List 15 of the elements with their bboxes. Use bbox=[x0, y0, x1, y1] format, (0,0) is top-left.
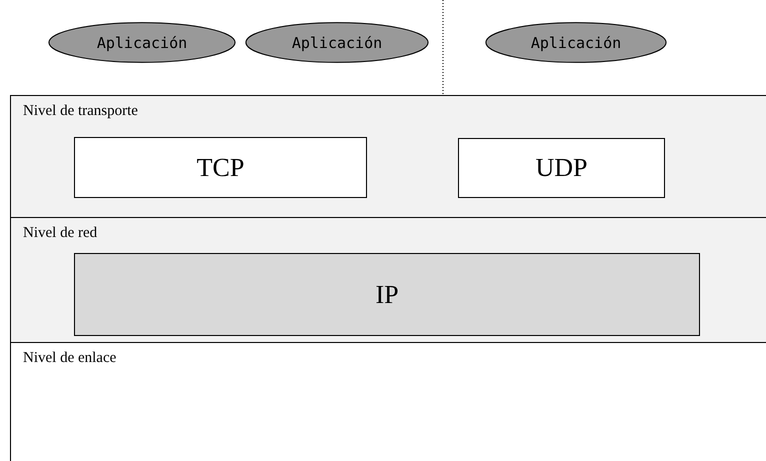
layer-title: Nivel de enlace bbox=[23, 350, 116, 367]
layer-title: Nivel de transporte bbox=[23, 103, 138, 120]
layer-band bbox=[10, 95, 766, 217]
protocol-box: TCP bbox=[74, 137, 367, 198]
application-ellipse bbox=[485, 22, 667, 63]
node-label: Aplicación bbox=[530, 34, 622, 52]
layer-band bbox=[10, 342, 766, 461]
protocol-box: UDP bbox=[458, 138, 665, 198]
node-label: Aplicación bbox=[96, 34, 188, 52]
protocol-box: IP bbox=[74, 253, 700, 336]
node-label: Aplicación bbox=[292, 34, 382, 52]
application-ellipse bbox=[245, 22, 429, 63]
layer-title: Nivel de red bbox=[23, 225, 98, 242]
layer-band bbox=[10, 217, 766, 342]
application-ellipse bbox=[48, 22, 236, 63]
